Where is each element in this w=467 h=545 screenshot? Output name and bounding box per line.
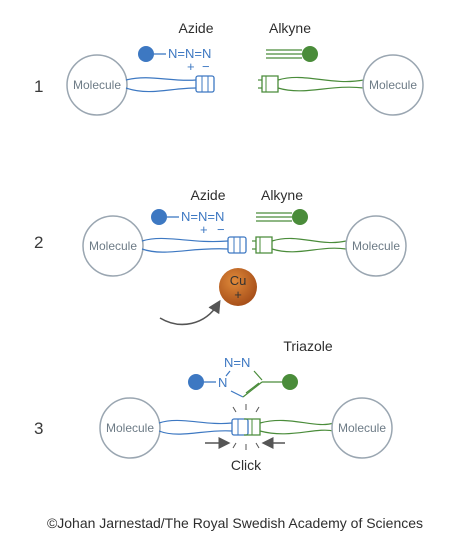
molecule-label: Molecule [73, 78, 121, 92]
copper-catalyst [219, 268, 257, 306]
alkyne-tether [271, 237, 347, 244]
alkyne-label: Alkyne [269, 20, 311, 36]
triazole-label: Triazole [283, 338, 332, 354]
triazole-bond [253, 370, 263, 381]
alkyne-label: Alkyne [261, 187, 303, 203]
molecule-circle [82, 215, 144, 277]
azide-tether [158, 419, 233, 425]
triple-bond [266, 49, 302, 59]
triazole-bond [225, 370, 231, 377]
step-number: 1 [34, 77, 43, 96]
azide-chain: N=N=N [181, 209, 224, 224]
azide-ball [138, 46, 154, 62]
triazole-bond [230, 390, 244, 398]
alkyne-tether [271, 247, 347, 253]
step-1: 1 Molecule Azide N=N=N + − Alkyne [34, 20, 424, 116]
azide-connector [227, 236, 247, 254]
azide-tether [125, 77, 197, 81]
step-number: 3 [34, 419, 43, 438]
molecule-circle [331, 397, 393, 459]
copper-label: Cu [230, 273, 247, 288]
molecule-circle [362, 54, 424, 116]
molecule-circle [66, 54, 128, 116]
minus-charge: − [202, 59, 210, 74]
triple-bond [256, 212, 292, 222]
azide-tether [125, 87, 197, 93]
molecule-label: Molecule [352, 239, 400, 253]
alkyne-tether [277, 86, 365, 92]
alkyne-connector [252, 236, 273, 254]
step-3: 3 Triazole N N=N Molecule [34, 338, 393, 473]
azide-chain: N=N=N [168, 46, 211, 61]
step-number: 2 [34, 233, 43, 252]
click-sparks [232, 404, 260, 450]
triazole-top: N=N [224, 355, 250, 370]
plus-charge: + [200, 222, 208, 237]
click-label: Click [231, 457, 262, 473]
step-2: 2 Molecule Azide N=N=N + − Alkyne [34, 187, 407, 326]
molecule-circle [99, 397, 161, 459]
azide-label: Azide [178, 20, 213, 36]
azide-tether [141, 237, 229, 243]
alkyne-tether [259, 429, 335, 435]
azide-connector [195, 75, 215, 93]
plus-charge: + [187, 59, 195, 74]
minus-charge: − [217, 222, 225, 237]
alkyne-ball [282, 374, 298, 390]
locked-connector [231, 418, 261, 436]
azide-label: Azide [190, 187, 225, 203]
triazole-bond [242, 381, 263, 398]
catalyst-arrow [159, 299, 221, 326]
image-credit: ©Johan Jarnestad/The Royal Swedish Acade… [47, 515, 423, 531]
azide-ball [188, 374, 204, 390]
alkyne-tether [277, 76, 365, 83]
azide-ball [151, 209, 167, 225]
molecule-label: Molecule [106, 421, 154, 435]
azide-tether [141, 248, 229, 253]
molecule-circle [345, 215, 407, 277]
triazole-n: N [218, 375, 227, 390]
alkyne-connector [258, 75, 279, 93]
triazole-bond [245, 382, 260, 394]
alkyne-ball [302, 46, 318, 62]
alkyne-tether [259, 419, 335, 426]
alkyne-ball [292, 209, 308, 225]
molecule-label: Molecule [89, 239, 137, 253]
azide-tether [158, 430, 233, 435]
copper-charge: + [234, 287, 242, 302]
molecule-label: Molecule [338, 421, 386, 435]
molecule-label: Molecule [369, 78, 417, 92]
